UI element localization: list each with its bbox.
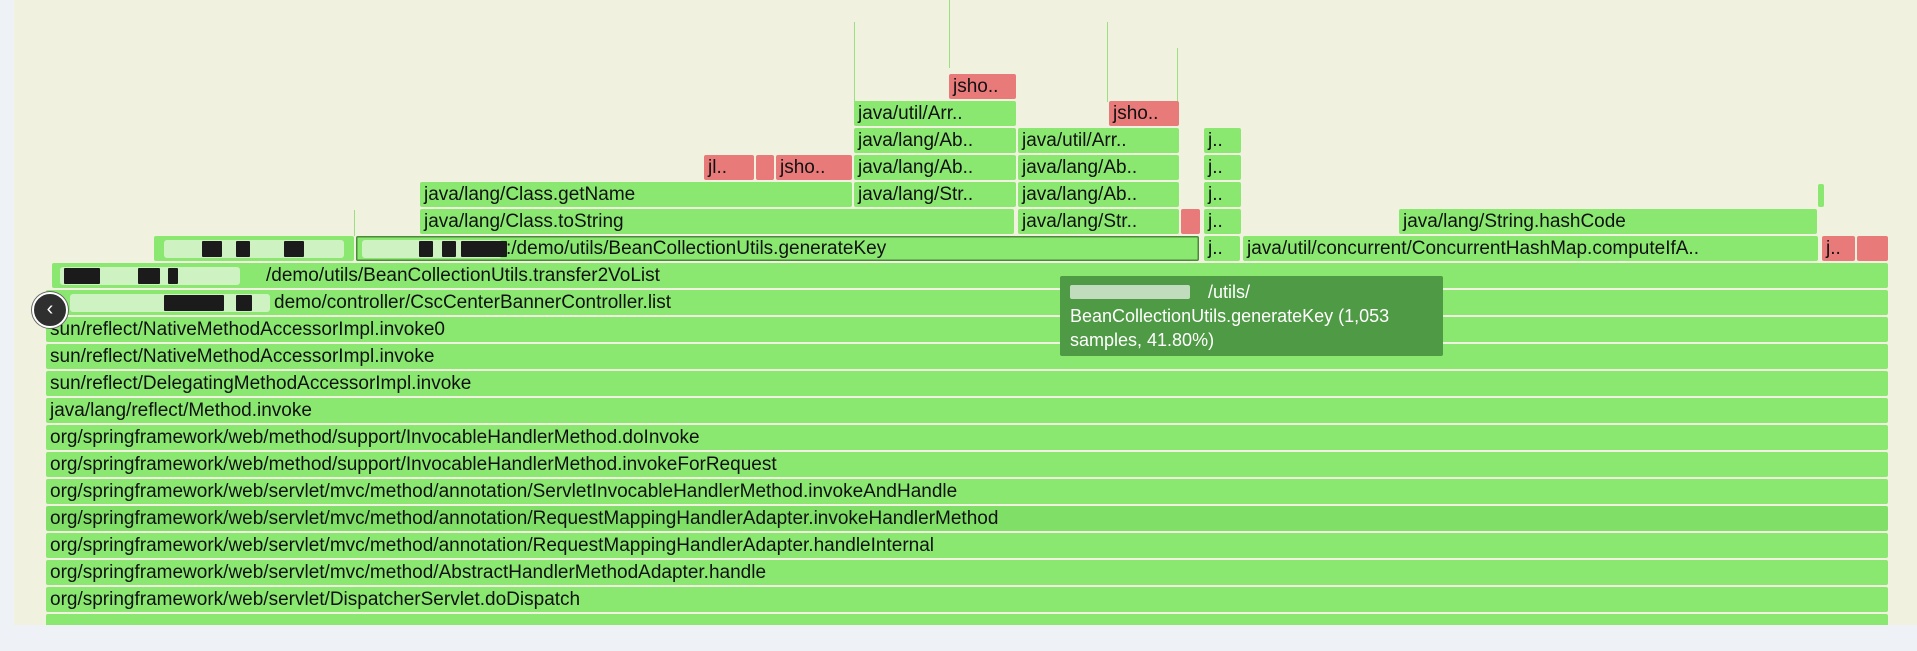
tooltip-line-2: BeanCollectionUtils.generateKey (1,053 [1070, 306, 1390, 326]
redaction [64, 268, 100, 284]
frame-util-arr[interactable]: java/util/Arr.. [1018, 128, 1179, 153]
frame-j[interactable]: j.. [1204, 128, 1241, 153]
redaction [442, 241, 456, 257]
redaction [236, 295, 252, 311]
frame-class-getname[interactable]: java/lang/Class.getName [420, 182, 852, 207]
redaction [284, 241, 304, 257]
frame-lang-str[interactable]: java/lang/Str.. [854, 182, 1016, 207]
redaction [461, 241, 507, 257]
frame-red-small[interactable] [1857, 236, 1888, 261]
frame-doinvoke[interactable]: org/springframework/web/method/support/I… [46, 425, 1888, 450]
frame-lang-str[interactable]: java/lang/Str.. [1018, 209, 1179, 234]
tooltip-line-1: /utils/ [1208, 282, 1251, 302]
frame-invokeforrequest[interactable]: org/springframework/web/method/support/I… [46, 452, 1888, 477]
frame-j[interactable]: j.. [1204, 236, 1240, 261]
frame-jl[interactable]: jl.. [704, 155, 754, 180]
frame-handle[interactable]: org/springframework/web/servlet/mvc/meth… [46, 560, 1888, 585]
tooltip-line-3: samples, 41.80%) [1070, 330, 1215, 350]
thin-frame [949, 0, 950, 68]
frame-jsho-left[interactable]: jsho.. [776, 155, 852, 180]
redaction [236, 241, 250, 257]
redaction [138, 268, 160, 284]
bottom-band [0, 625, 1917, 651]
frame-red-small[interactable] [1181, 209, 1200, 234]
frame-j-red[interactable]: j.. [1822, 236, 1855, 261]
thin-frame [354, 210, 355, 236]
frame-lang-ab[interactable]: java/lang/Ab.. [1018, 155, 1179, 180]
frame-invokeandhandle[interactable]: org/springframework/web/servlet/mvc/meth… [46, 479, 1888, 504]
redaction [419, 241, 433, 257]
thin-frame [854, 22, 855, 102]
frame-dodispatch[interactable]: org/springframework/web/servlet/Dispatch… [46, 587, 1888, 612]
frame-string-hashcode[interactable]: java/lang/String.hashCode [1399, 209, 1817, 234]
frame-lang-ab[interactable]: java/lang/Ab.. [1018, 182, 1179, 207]
redaction [202, 241, 222, 257]
frame-method-invoke[interactable]: java/lang/reflect/Method.invoke [46, 398, 1888, 423]
frame-narrow[interactable] [1818, 184, 1824, 207]
frame-lang-ab[interactable]: java/lang/Ab.. [854, 128, 1016, 153]
redaction [164, 240, 344, 258]
frame-computeifabsent[interactable]: java/util/concurrent/ConcurrentHashMap.c… [1243, 236, 1818, 261]
frame-lang-ab[interactable]: java/lang/Ab.. [854, 155, 1016, 180]
frame-jsho-right[interactable]: jsho.. [1109, 101, 1179, 126]
thin-frame [1107, 22, 1108, 102]
flamegraph-canvas: jsho.. java/util/Arr.. jsho.. java/lang/… [14, 0, 1917, 639]
frame-invokehandlermethod[interactable]: org/springframework/web/servlet/mvc/meth… [46, 506, 1888, 531]
redaction [1070, 285, 1190, 299]
frame-tooltip: /utils/ BeanCollectionUtils.generateKey … [1060, 276, 1443, 356]
frame-controller-list[interactable]: demo/controller/CscCenterBannerControlle… [46, 290, 1888, 315]
frame-j[interactable]: j.. [1204, 209, 1241, 234]
frame-transfer2volist[interactable]: /demo/utils/BeanCollectionUtils.transfer… [52, 263, 1888, 288]
frame-j[interactable]: j.. [1204, 155, 1241, 180]
frame-native-invoke0[interactable]: sun/reflect/NativeMethodAccessorImpl.inv… [46, 317, 1888, 342]
redaction [164, 295, 224, 311]
redaction [168, 268, 178, 284]
frame-util-arr[interactable]: java/util/Arr.. [854, 101, 1016, 126]
frame-handleinternal[interactable]: org/springframework/web/servlet/mvc/meth… [46, 533, 1888, 558]
frame-delegating-invoke[interactable]: sun/reflect/DelegatingMethodAccessorImpl… [46, 371, 1888, 396]
frame-class-tostring[interactable]: java/lang/Class.toString [420, 209, 1014, 234]
frame-jsho-top[interactable]: jsho.. [949, 74, 1016, 99]
frame-native-invoke[interactable]: sun/reflect/NativeMethodAccessorImpl.inv… [46, 344, 1888, 369]
frame-red-small[interactable] [756, 155, 774, 180]
chevron-left-icon[interactable]: ‹ [32, 292, 68, 328]
frame-j[interactable]: j.. [1204, 182, 1241, 207]
thin-frame [1177, 48, 1178, 106]
